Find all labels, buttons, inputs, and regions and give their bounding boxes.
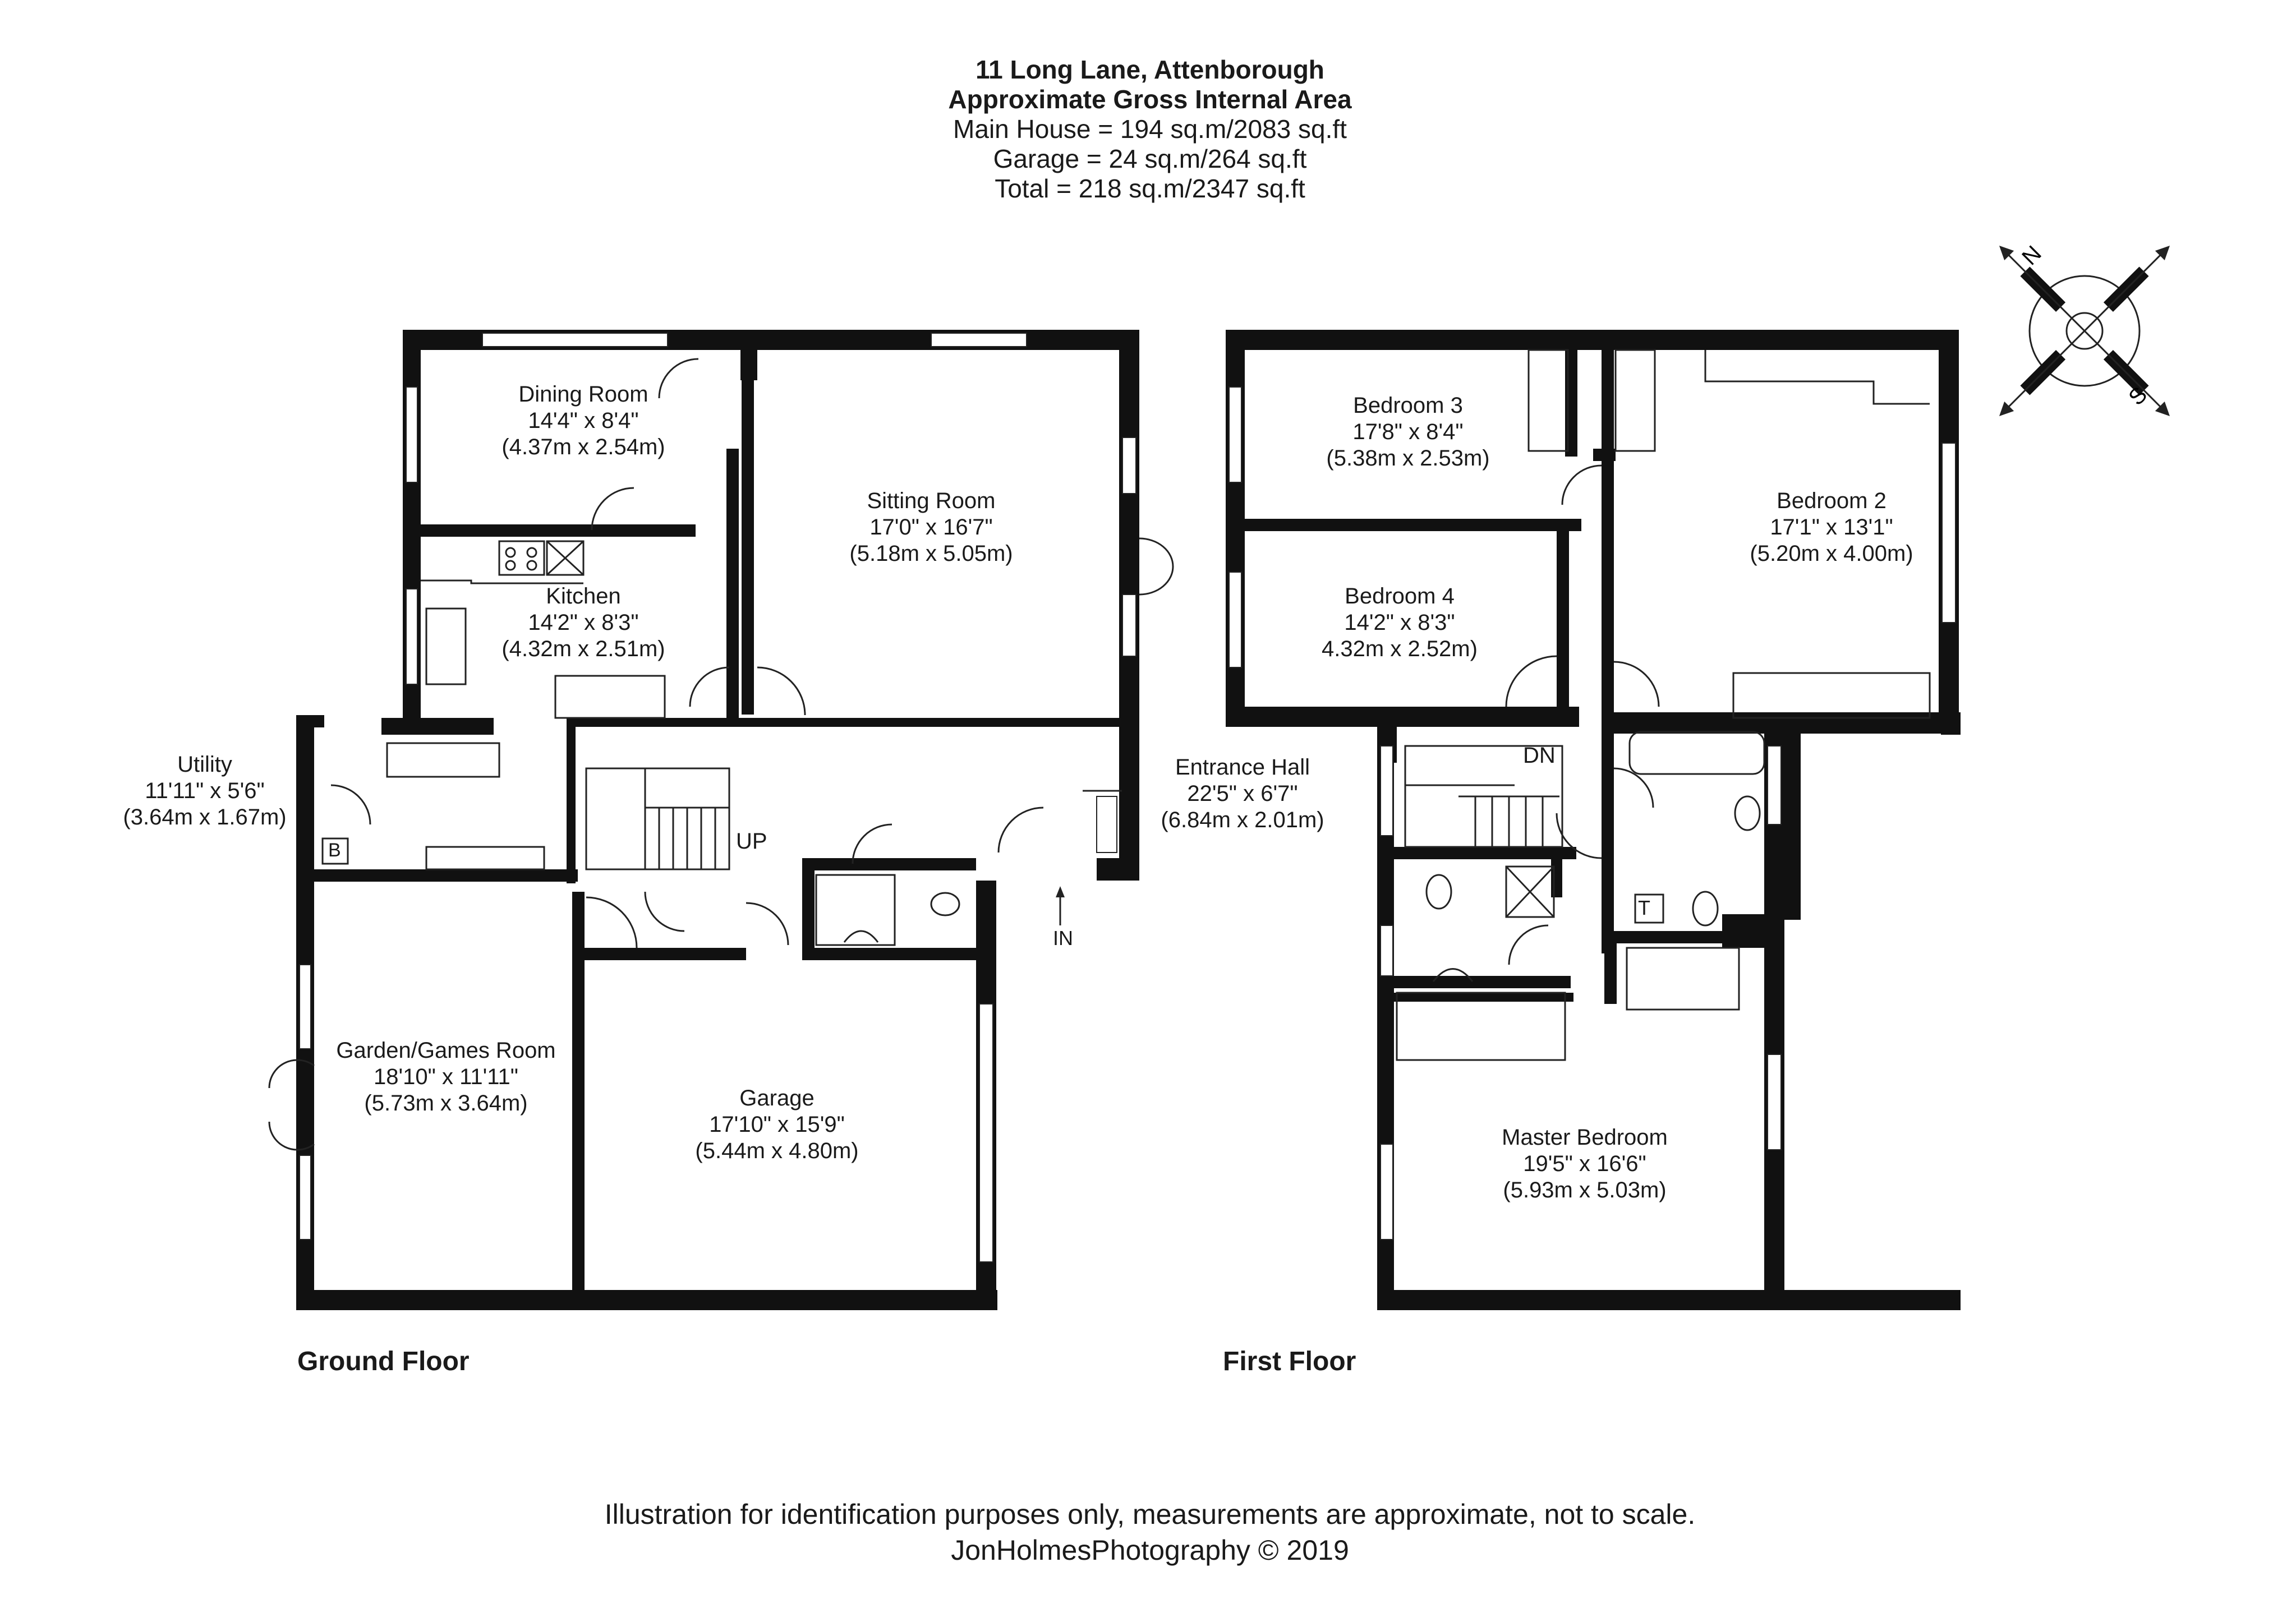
stairs-up-label: UP: [736, 829, 767, 854]
property-address: 11 Long Lane, Attenborough: [976, 55, 1324, 84]
disclaimer-text: Illustration for identification purposes…: [604, 1499, 1696, 1530]
first-floor-windows: [1228, 386, 1956, 1240]
room-label-utility: Utility 11'11" x 5'6" (3.64m x 1.67m): [123, 752, 287, 830]
footer: Illustration for identification purposes…: [449, 1496, 1851, 1568]
first-floor-label: First Floor: [1223, 1347, 1356, 1376]
room-label-kitchen: Kitchen 14'2" x 8'3" (4.32m x 2.51m): [501, 584, 665, 661]
room-label-bedroom-2: Bedroom 2 17'1" x 13'1" (5.20m x 4.00m): [1750, 489, 1913, 566]
room-label-garage: Garage 17'10" x 15'9" (5.44m x 4.80m): [695, 1086, 859, 1163]
room-label-bedroom-4: Bedroom 4 14'2" x 8'3" 4.32m x 2.52m): [1322, 584, 1478, 661]
ground-floor-windows: [299, 333, 1137, 1262]
area-subtitle: Approximate Gross Internal Area: [948, 85, 1352, 114]
room-label-garden-games: Garden/Games Room 18'10" x 11'11" (5.73m…: [336, 1038, 556, 1116]
first-floor-fixtures: [1396, 349, 1931, 1061]
title-block: 11 Long Lane, Attenborough Approximate G…: [561, 55, 1739, 204]
room-label-sitting: Sitting Room 17'0" x 16'7" (5.18m x 5.05…: [849, 489, 1013, 566]
stairs-down-label: DN: [1523, 743, 1556, 768]
ground-floor-plan: [268, 330, 1174, 1310]
credit-text: JonHolmesPhotography © 2019: [951, 1535, 1349, 1566]
first-floor-plan: [1226, 330, 1961, 1310]
room-label-dining: Dining Room 14'4" x 8'4" (4.37m x 2.54m): [501, 382, 665, 459]
tank-label: T: [1638, 896, 1650, 919]
main-house-area: Main House = 194 sq.m/2083 sq.ft: [953, 114, 1347, 144]
entry-in-label: IN: [1053, 927, 1073, 950]
room-label-entrance-hall: Entrance Hall 22'5" x 6'7" (6.84m x 2.01…: [1161, 755, 1324, 832]
ground-floor-fixtures: [268, 358, 1174, 1151]
total-area: Total = 218 sq.m/2347 sq.ft: [995, 174, 1305, 203]
room-label-master-bedroom: Master Bedroom 19'5" x 16'6" (5.93m x 5.…: [1502, 1125, 1668, 1202]
room-label-bedroom-3: Bedroom 3 17'8" x 8'4" (5.38m x 2.53m): [1326, 393, 1490, 471]
compass-north-label: N: [2017, 241, 2046, 270]
garage-area: Garage = 24 sq.m/264 sq.ft: [993, 144, 1307, 173]
ground-floor-label: Ground Floor: [297, 1347, 470, 1376]
boiler-label: B: [328, 840, 341, 861]
compass-rose-icon: N S: [1999, 241, 2170, 417]
